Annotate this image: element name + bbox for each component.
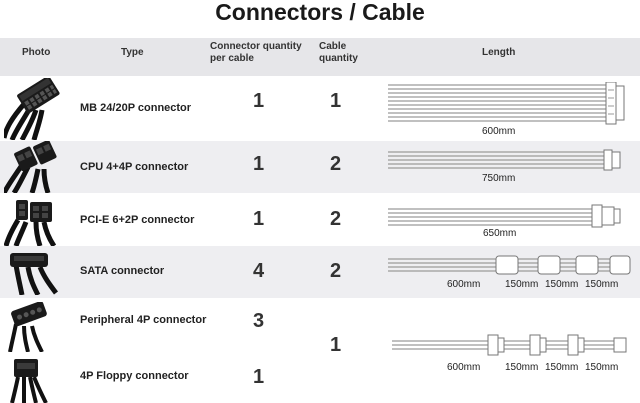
length-label: 150mm bbox=[505, 279, 539, 290]
connector-type: Peripheral 4P connector bbox=[80, 314, 207, 326]
connector-quantity: 1 bbox=[253, 90, 265, 112]
length-label: 600mm bbox=[447, 362, 481, 373]
row-band bbox=[0, 246, 640, 298]
header-type: Type bbox=[121, 47, 144, 58]
length-label: 750mm bbox=[482, 173, 516, 184]
length-label: 150mm bbox=[545, 362, 579, 373]
connector-quantity: 3 bbox=[253, 310, 265, 332]
connector-quantity: 1 bbox=[253, 366, 265, 388]
mb-cable-diagram bbox=[388, 82, 628, 126]
length-label: 600mm bbox=[482, 126, 516, 137]
cpu-connector-photo bbox=[4, 141, 64, 193]
connector-quantity: 1 bbox=[253, 153, 265, 175]
cable-quantity: 2 bbox=[330, 208, 342, 230]
table-header: Photo Type Connector quantity per cable … bbox=[0, 38, 640, 76]
header-photo: Photo bbox=[22, 47, 51, 58]
peripheral-connector-photo bbox=[4, 302, 64, 352]
page-title: Connectors / Cable bbox=[215, 0, 425, 25]
connector-type: CPU 4+4P connector bbox=[80, 161, 189, 173]
connector-type: PCI-E 6+2P connector bbox=[80, 214, 195, 226]
floppy-connector-photo bbox=[4, 355, 64, 403]
header-length: Length bbox=[482, 47, 516, 58]
connector-type: 4P Floppy connector bbox=[80, 370, 189, 382]
cable-quantity: 2 bbox=[330, 260, 342, 282]
sata-connector-photo bbox=[6, 249, 66, 295]
peripheral-cable-diagram bbox=[392, 334, 632, 356]
sata-cable-diagram bbox=[388, 254, 632, 276]
length-label: 600mm bbox=[447, 279, 481, 290]
pcie-connector-photo bbox=[4, 196, 64, 246]
row-band bbox=[0, 141, 640, 193]
header-cable-quantity: Cable quantity bbox=[319, 41, 358, 64]
cable-quantity: 1 bbox=[330, 334, 342, 356]
length-label: 150mm bbox=[545, 279, 579, 290]
length-label: 650mm bbox=[483, 228, 517, 239]
connector-quantity: 1 bbox=[253, 208, 265, 230]
mb-connector-photo bbox=[4, 78, 64, 140]
pcie-cable-diagram bbox=[388, 203, 628, 229]
length-label: 150mm bbox=[585, 279, 619, 290]
cable-quantity: 2 bbox=[330, 153, 342, 175]
connector-quantity: 4 bbox=[253, 260, 265, 282]
header-connector-quantity: Connector quantity per cable bbox=[210, 41, 302, 64]
cpu-cable-diagram bbox=[388, 148, 628, 172]
cable-quantity: 1 bbox=[330, 90, 342, 112]
connector-type: MB 24/20P connector bbox=[80, 102, 192, 114]
connector-type: SATA connector bbox=[80, 265, 165, 277]
length-label: 150mm bbox=[585, 362, 619, 373]
length-label: 150mm bbox=[505, 362, 539, 373]
